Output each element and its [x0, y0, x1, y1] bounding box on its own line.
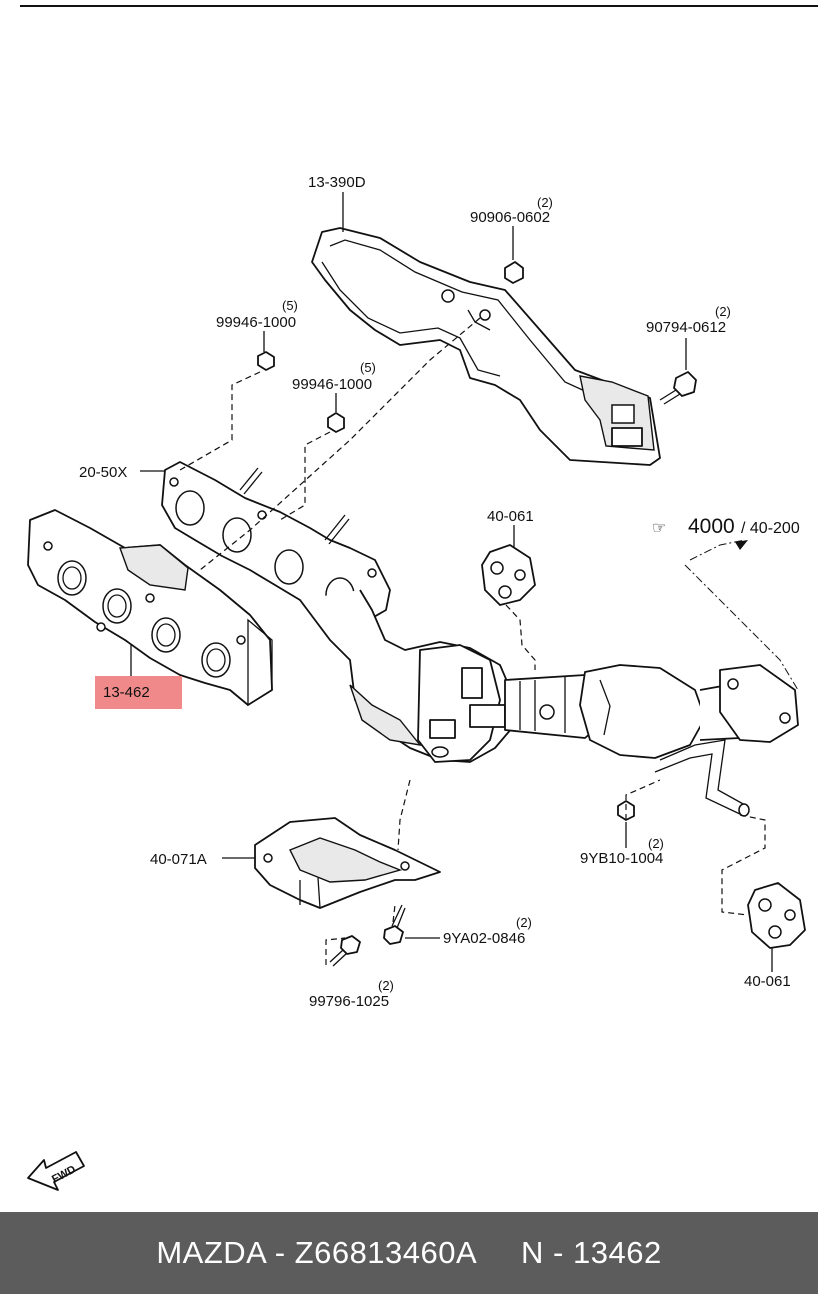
rubber-hanger-bottom — [747, 882, 806, 949]
label-90794-0612: 90794-0612 — [646, 319, 726, 336]
bolt-90794-0612 — [659, 371, 697, 405]
upper-heat-insulator — [311, 227, 661, 466]
label-qty-90906: (2) — [537, 195, 553, 210]
label-9YB10-1004: 9YB10-1004 — [580, 850, 663, 867]
assembly-lines — [179, 317, 799, 965]
nut-99946-1000-a — [257, 351, 275, 371]
part-labels: 13-390D (2) 90906-0602 (2) 90794-0612 (5… — [79, 174, 800, 1010]
label-qty-9YA02: (2) — [516, 915, 532, 930]
nut-9YB10-1004 — [617, 800, 635, 821]
bracket-40-071A — [254, 817, 441, 909]
highlight-box — [95, 676, 182, 709]
label-40-061-bottom: 40-061 — [744, 973, 791, 990]
label-40-071A: 40-071A — [150, 851, 207, 868]
label-99796-1025: 99796-1025 — [309, 993, 389, 1010]
top-border-line — [20, 5, 818, 7]
exploded-parts-diagram: 13-390D (2) 90906-0602 (2) 90794-0612 (5… — [27, 174, 806, 1191]
label-ref-40-200: / 40-200 — [741, 520, 800, 537]
label-13-390D: 13-390D — [308, 174, 366, 191]
label-qty-99946-a: (5) — [282, 298, 298, 313]
exhaust-manifold-catalyst — [299, 589, 799, 817]
manifold-insulator-13-462 — [27, 509, 273, 707]
label-qty-9YB10: (2) — [648, 836, 664, 851]
leader-lines — [130, 192, 773, 972]
label-20-50X: 20-50X — [79, 464, 127, 481]
part-number-footer: MAZDA - Z66813460A N - 13462 — [0, 1212, 818, 1294]
label-40-061-top: 40-061 — [487, 508, 534, 525]
label-qty-99796: (2) — [378, 978, 394, 993]
ref-4000-icon: ☞ — [652, 520, 666, 537]
label-qty-99946-b: (5) — [360, 360, 376, 375]
label-ref-4000: 4000 — [688, 515, 735, 538]
bolt-99796-1025 — [329, 935, 361, 967]
rubber-hanger-top — [481, 544, 536, 606]
label-99946-1000-b: 99946-1000 — [292, 376, 372, 393]
bolt-9YA02-0846 — [383, 904, 406, 945]
footer-text: MAZDA - Z66813460A N - 13462 — [156, 1235, 662, 1270]
nut-90906-0602 — [504, 261, 524, 284]
label-99946-1000-a: 99946-1000 — [216, 314, 296, 331]
fwd-arrow-icon: FWD — [27, 1151, 85, 1191]
label-qty-90794: (2) — [715, 304, 731, 319]
label-13-462: 13-462 — [103, 684, 150, 701]
label-90906-0602: 90906-0602 — [470, 209, 550, 226]
reference-arrow — [735, 540, 748, 550]
label-9YA02-0846: 9YA02-0846 — [443, 930, 525, 947]
nut-99946-1000-b — [327, 412, 345, 433]
